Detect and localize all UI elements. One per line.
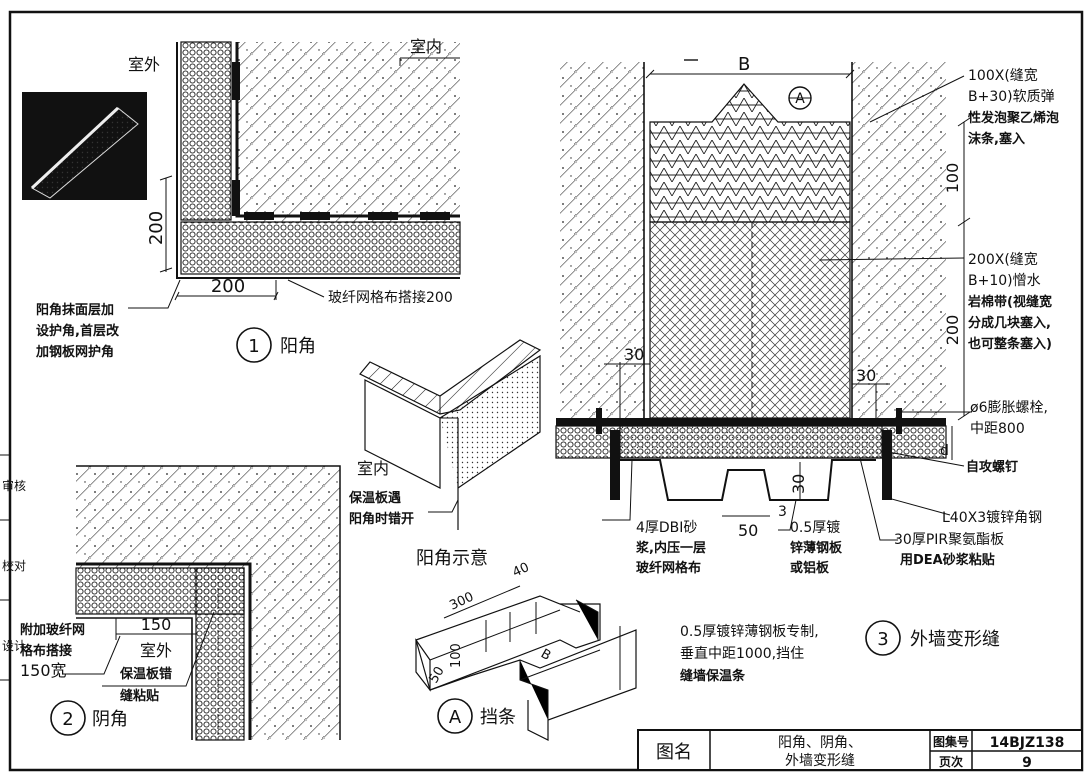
side-label-2: 校对 <box>2 558 26 573</box>
d3-number: 3 <box>877 629 888 650</box>
side-label-3: 设计 <box>2 639 26 653</box>
d2-board-line-2: 缝粘贴 <box>120 688 159 704</box>
d2-outside-label: 室外 <box>140 641 172 660</box>
dA-dim-100: 100 <box>449 643 464 668</box>
side-strip: 审核 校对 设计 <box>0 454 26 681</box>
d2-mesh-line-3: 150宽 <box>20 661 67 680</box>
d3-marker-A: A <box>795 91 805 107</box>
sheet-border <box>8 10 1084 772</box>
d3-dim-100: 100 <box>943 163 962 194</box>
dA-dim-50: 50 <box>426 664 447 686</box>
d1-number-circle <box>236 327 272 363</box>
title-atlas-label: 图集号 <box>933 734 969 749</box>
detail-A-stop-strip: 300 40 100 50 B A 挡条 <box>415 560 637 741</box>
d3-steel-line-3: 或铝板 <box>790 560 830 576</box>
d3-sheet-line-1: 0.5厚镀锌薄钢板专制, <box>680 623 819 640</box>
d3-sheet-line-3: 缝墙保温条 <box>680 668 746 684</box>
d3-mortar-line-3: 玻纤网格布 <box>636 560 701 576</box>
d3-foam-line-4: 沫条,塞入 <box>968 131 1025 147</box>
side-label-1: 审核 <box>2 478 26 493</box>
d3-bolt-line-1: ø6膨胀螺栓, <box>970 399 1048 416</box>
d1-note-line-2: 设护角,首层改 <box>36 323 120 339</box>
d3-rock-line-2: B+10)憎水 <box>968 272 1041 289</box>
title-block: 图名 阳角、阴角、 外墙变形缝 图集号 14BJZ138 页次 9 <box>637 729 1083 771</box>
d3-sheet-line-2: 垂直中距1000,挡住 <box>680 645 804 662</box>
d3-dim-200: 200 <box>943 315 962 346</box>
title-drawing-line-1: 阳角、阴角、 <box>778 735 862 751</box>
dA-dim-B: B <box>538 646 553 663</box>
sketch-title: 阳角示意 <box>416 548 488 569</box>
sketch-note-line-2: 阳角时错开 <box>349 511 414 527</box>
d3-steel-line-1: 0.5厚镀 <box>790 519 840 536</box>
d3-dim-50: 50 <box>738 521 758 540</box>
d3-foam-line-1: 100X(缝宽 <box>968 67 1038 84</box>
d3-foam-line-3: 性发泡聚乙烯泡 <box>968 110 1059 126</box>
outside-corner-sketch: 室内 保温板遇 阳角时错开 阳角示意 <box>348 339 542 569</box>
d3-number-circle <box>865 620 901 656</box>
title-drawing-line-2: 外墙变形缝 <box>785 753 855 769</box>
d1-dim-vertical: 200 <box>146 211 167 245</box>
d3-pir-line-2: 用DEA砂浆粘贴 <box>899 552 995 568</box>
d1-inside-label: 室内 <box>410 37 442 56</box>
d3-bolt-line-2: 中距800 <box>970 421 1025 437</box>
d2-number: 2 <box>62 709 73 730</box>
title-atlas-number: 14BJZ138 <box>990 735 1065 751</box>
d1-outside-label: 室外 <box>128 55 160 74</box>
detail-1-outside-corner: 室外 室内 200 200 玻纤网格布搭接200 阳角抹面层加 设护角,首层改 … <box>22 37 461 363</box>
d1-number: 1 <box>248 336 259 357</box>
d2-dim: 150 <box>141 615 172 634</box>
d3-base-steel <box>556 418 946 426</box>
d3-steel-line-2: 锌薄钢板 <box>790 540 843 556</box>
d3-mortar-line-2: 浆,内压一层 <box>635 540 706 556</box>
d3-mortar-line-1: 4厚DBI砂 <box>636 520 697 536</box>
detail-3-expansion-joint: A B 100 200 30 30 d 30 <box>555 54 1059 684</box>
d3-rock-line-5: 也可整条塞入) <box>968 336 1052 352</box>
d3-dim-30-left: 30 <box>624 345 644 364</box>
title-name-label: 图名 <box>656 742 692 763</box>
d3-title: 外墙变形缝 <box>910 629 1000 650</box>
d3-dim-30-bottom: 30 <box>789 474 808 494</box>
d3-angle-note: L40X3镀锌角钢 <box>942 509 1042 526</box>
d1-note-line-1: 阳角抹面层加 <box>36 302 114 318</box>
title-page-label: 页次 <box>939 754 963 769</box>
d3-pir-line-1: 30厚PIR聚氨酯板 <box>894 532 1004 548</box>
d2-title: 阴角 <box>92 709 128 730</box>
dA-title: 挡条 <box>480 707 516 728</box>
sketch-inside-label: 室内 <box>357 459 389 478</box>
d2-number-circle <box>50 700 86 736</box>
d3-rock-line-4: 分成几块塞入, <box>968 315 1051 331</box>
d1-title: 阳角 <box>280 336 316 357</box>
d3-rock-line-3: 岩棉带(视缝宽 <box>967 294 1052 310</box>
d3-dim-B: B <box>738 54 750 75</box>
sketch-note-line-1: 保温板遇 <box>348 490 401 506</box>
d1-dim-horizontal: 200 <box>211 276 245 297</box>
d3-foam-line-2: B+30)软质弹 <box>968 89 1055 105</box>
dA-label-circle <box>437 698 473 734</box>
d3-dim-30-right: 30 <box>856 366 876 385</box>
d3-rock-line-1: 200X(缝宽 <box>968 251 1038 268</box>
detail-2-inside-corner: 150 室外 附加玻纤网 格布搭接 150宽 保温板错 缝粘贴 2 阴角 <box>20 465 341 741</box>
d2-board-line-1: 保温板错 <box>119 666 172 682</box>
d2-mesh-line-1: 附加玻纤网 <box>20 622 85 638</box>
d1-note-line-3: 加钢板网护角 <box>35 344 114 360</box>
d2-mesh-line-2: 格布搭接 <box>20 643 72 659</box>
title-page-number: 9 <box>1022 755 1032 771</box>
d3-dim-d: d <box>940 443 949 459</box>
d3-dim-3: 3 <box>778 504 787 520</box>
d3-screw-note: 自攻螺钉 <box>966 459 1018 475</box>
dA-dim-40: 40 <box>510 560 531 581</box>
d1-mesh-note: 玻纤网格布搭接200 <box>328 289 453 306</box>
dA-label: A <box>449 707 462 728</box>
